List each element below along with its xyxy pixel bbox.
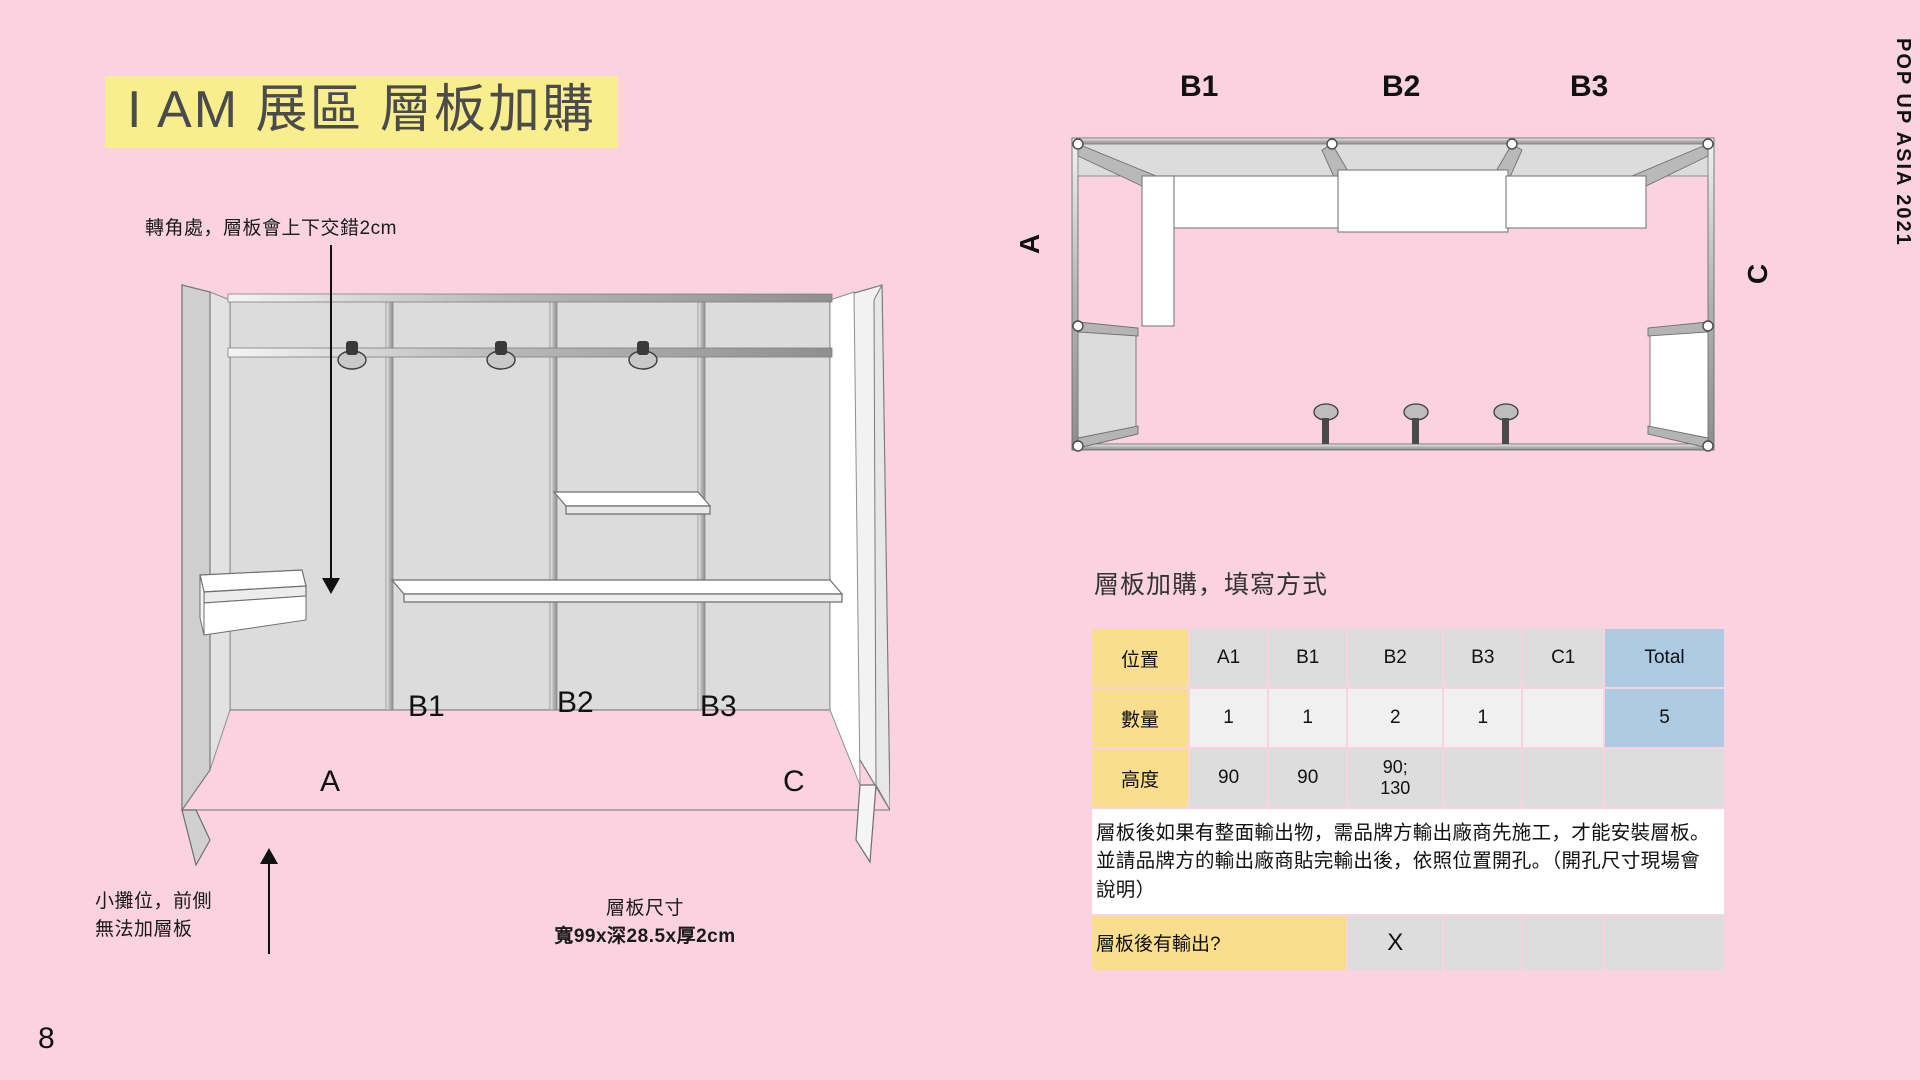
row-label-height: 高度 [1092,749,1188,807]
print-behind-cell-4[interactable] [1605,915,1724,970]
table-row-height: 高度 90 90 90;130 [1092,749,1724,807]
isometric-booth-diagram [181,284,890,867]
height-cell-a1[interactable]: 90 [1190,749,1268,807]
quantity-cell-c1[interactable] [1523,689,1604,747]
plan-shelf-b1 [1155,175,1353,229]
spotlight-icon [486,341,516,370]
plan-panel-label-b3: B3 [1570,70,1609,103]
note-text: 層板後如果有整面輸出物，需品牌方輸出廠商先施工，才能安裝層板。並請品牌方的輸出廠… [1092,809,1724,914]
quantity-cell-b3[interactable]: 1 [1444,689,1522,747]
height-cell-c1[interactable] [1523,749,1604,807]
plan-side-label-c: C [1742,263,1774,285]
column-header-b3: B3 [1444,629,1522,687]
row-label-quantity: 數量 [1092,689,1188,747]
row-label-position: 位置 [1092,629,1188,687]
shelf-a1-corner [199,569,307,636]
page-number: 8 [38,1022,55,1055]
column-header-total: Total [1605,629,1724,687]
row-label-print-behind: 層板後有輸出? [1092,915,1347,970]
plan-panel-label-b1: B1 [1180,70,1219,103]
quantity-cell-a1[interactable]: 1 [1190,689,1268,747]
annotation-corner-note: 轉角處，層板會上下交錯2cm [145,218,397,239]
iso-side-label-c: C [783,765,805,798]
annotation-small-booth-line1: 小攤位，前側 [95,891,213,912]
plan-shelf-b2 [1337,169,1509,233]
plan-booth-diagram [1071,137,1715,452]
print-behind-mark-cell[interactable]: X [1348,915,1443,970]
height-cell-b1[interactable]: 90 [1269,749,1347,807]
shelf-b2-upper [552,491,712,515]
annotation-shelf-size: 層板尺寸 寬99x深28.5x厚2cm [500,895,790,950]
iso-panel-label-b3: B3 [700,690,737,723]
annotation-small-booth: 小攤位，前側 無法加層板 [95,888,212,943]
spotlight-icon [1493,403,1519,444]
print-behind-cell-2[interactable] [1444,915,1522,970]
column-header-b2: B2 [1348,629,1443,687]
table-row-print-behind: 層板後有輸出? X [1092,915,1724,970]
leader-line-corner [330,245,332,585]
shelf-row-lower [390,579,844,603]
form-table-heading: 層板加購，填寫方式 [1094,571,1329,599]
spotlight-icon [1403,403,1429,444]
page-title: I AM 展區 層板加購 [105,76,618,148]
table-row-note: 層板後如果有整面輸出物，需品牌方輸出廠商先施工，才能安裝層板。並請品牌方的輸出廠… [1092,809,1724,914]
annotation-shelf-size-line1: 層板尺寸 [605,898,684,919]
annotation-shelf-size-line2: 寬99x深28.5x厚2cm [554,925,736,947]
plan-shelf-b3 [1505,175,1647,229]
spotlight-icon [628,341,658,370]
table-row-position: 位置 A1 B1 B2 B3 C1 Total [1092,629,1724,687]
print-behind-cell-3[interactable] [1523,915,1604,970]
column-header-c1: C1 [1523,629,1604,687]
spotlight-icon [337,341,367,370]
table-row-quantity: 數量 1 1 2 1 5 [1092,689,1724,747]
plan-shelf-a1 [1141,175,1175,327]
iso-side-label-a: A [320,765,341,798]
iso-panel-label-b1: B1 [408,690,445,723]
quantity-cell-total: 5 [1605,689,1724,747]
arrow-head-down-icon [322,578,340,594]
shelf-order-form-table: 位置 A1 B1 B2 B3 C1 Total 數量 1 1 2 1 5 高度 … [1090,627,1726,972]
leader-line-small-booth [268,862,270,954]
arrow-head-up-icon [260,848,278,864]
spotlight-icon [1313,403,1339,444]
quantity-cell-b2[interactable]: 2 [1348,689,1443,747]
annotation-small-booth-line2: 無法加層板 [95,918,193,940]
column-header-b1: B1 [1269,629,1347,687]
height-cell-total [1605,749,1724,807]
iso-panel-label-b2: B2 [557,686,594,719]
column-header-a1: A1 [1190,629,1268,687]
brand-label: POP UP ASIA 2021 [1892,38,1914,247]
plan-panel-label-b2: B2 [1382,70,1421,103]
height-cell-b3[interactable] [1444,749,1522,807]
plan-side-label-a: A [1014,233,1046,255]
quantity-cell-b1[interactable]: 1 [1269,689,1347,747]
height-cell-b2[interactable]: 90;130 [1348,749,1443,807]
page-title-text: I AM 展區 層板加購 [127,81,596,139]
